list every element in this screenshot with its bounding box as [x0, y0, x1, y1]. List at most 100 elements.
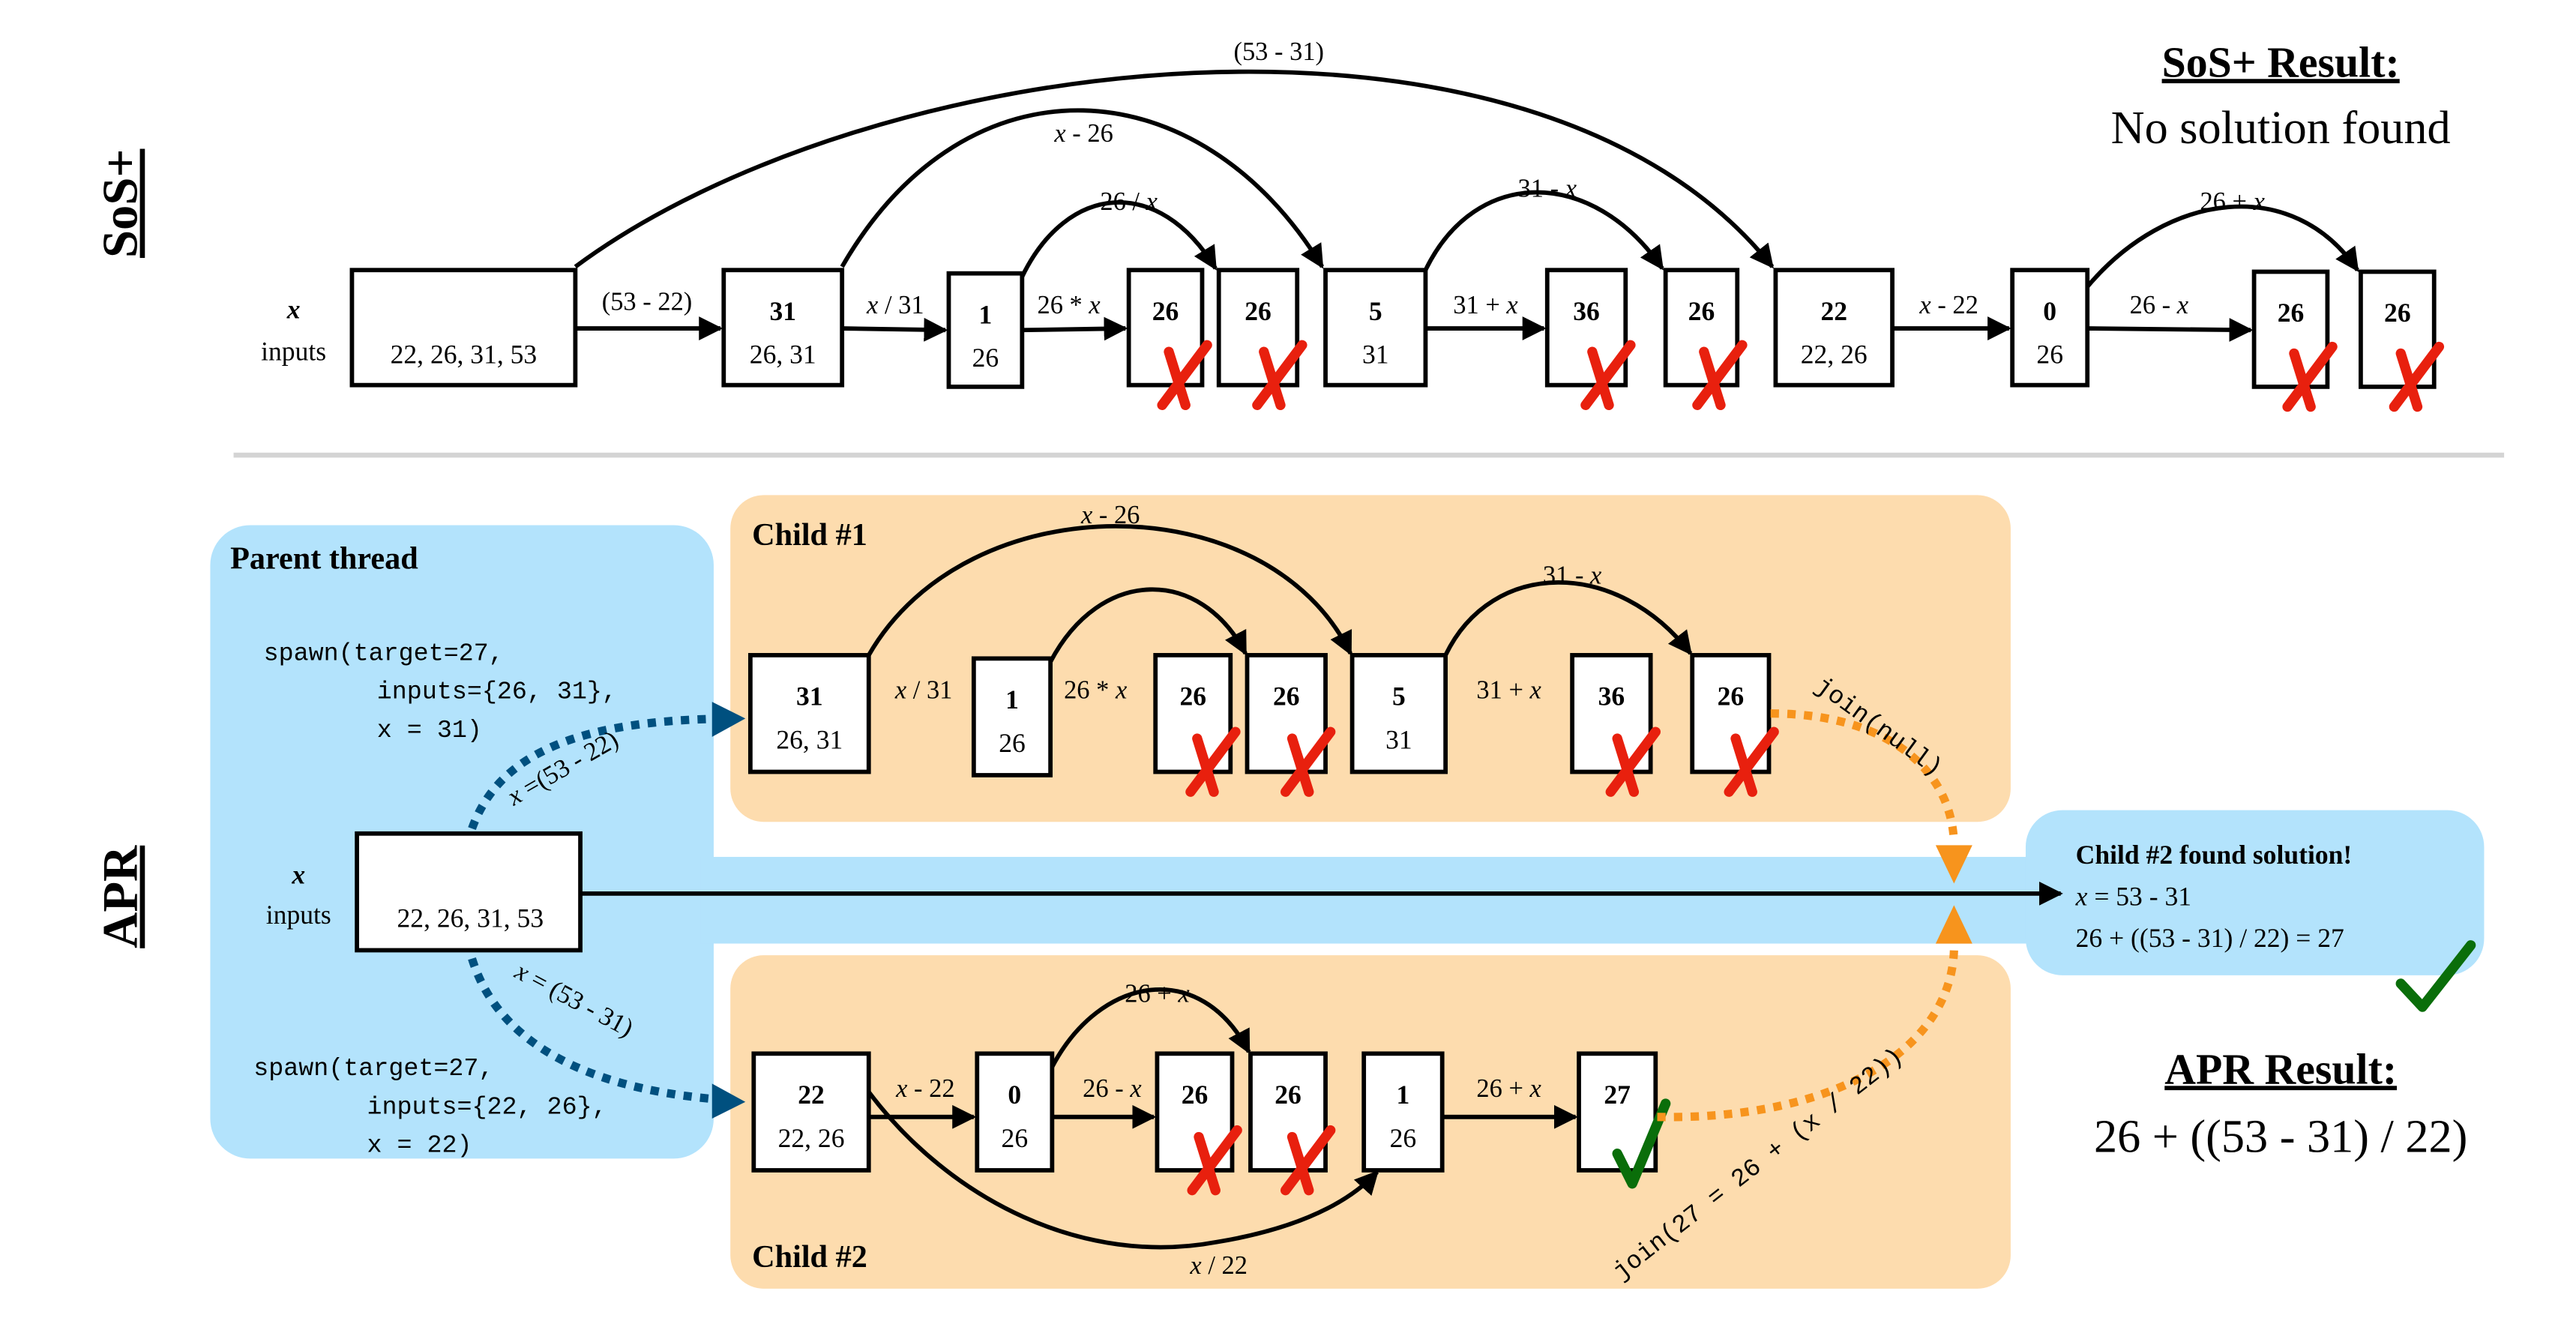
spawn1-line2: inputs={26, 31}, [377, 678, 617, 707]
node-box [971, 656, 1053, 777]
fail-x-icon [1252, 340, 1307, 411]
sos-edge-label: x / 31 [866, 291, 924, 319]
node-inputs: 26 [999, 728, 1026, 758]
search-node: 22 22, 26 [1773, 268, 1895, 388]
child1-edge-5-arc-26 [1443, 580, 1693, 657]
child2-edge-label: x / 22 [1189, 1251, 1248, 1280]
apr-x-label: x [291, 860, 305, 890]
sos-result-title: SoS+ Result: [2162, 37, 2400, 86]
node-value: 22 [798, 1080, 825, 1110]
solution-line2: 26 + ((53 - 31) / 22) = 27 [2076, 923, 2344, 953]
node-value: 26 [1245, 296, 1272, 326]
node-inputs: 26 [972, 343, 999, 373]
solution-line1: x = 53 - 31 [2075, 881, 2191, 911]
node-value: 0 [1008, 1080, 1021, 1110]
node-value: 5 [1369, 296, 1382, 326]
node-value: 26 [1182, 1080, 1209, 1110]
fail-x-icon [1187, 1125, 1242, 1196]
child2-title: Child #2 [752, 1239, 867, 1275]
search-node: 126 [971, 656, 1053, 777]
node-inputs: 31 [1362, 340, 1389, 370]
sos-edge-label: 26 - x [2130, 291, 2189, 319]
sos-edge-label: 26 + x [2200, 187, 2265, 216]
spawn-child2-arrowhead [711, 1083, 746, 1119]
fail-x-icon [1157, 340, 1212, 411]
sos-edge-0-to-26 [2087, 318, 2254, 342]
node-inputs: 26, 31 [776, 724, 843, 754]
fail-x-icon [1724, 726, 1779, 797]
node-inputs: 26 [1002, 1123, 1029, 1153]
sos-edge-label: x - 22 [1919, 291, 1978, 319]
sos-edge-31-arc-5 [840, 108, 1325, 269]
sos-edge-1-to-26 [1022, 316, 1128, 341]
apr-section: APR Parent thread spawn(target=27, input… [94, 495, 2485, 1289]
sos-section-label: SoS+ [94, 149, 148, 259]
search-node: 126 [1361, 1051, 1445, 1173]
node-box [747, 652, 871, 774]
node-box [1155, 1051, 1235, 1173]
fail-x-icon [1280, 726, 1336, 797]
apr-result-title: APR Result: [2164, 1044, 2397, 1093]
node-box [975, 1051, 1055, 1173]
fail-x-icon [2389, 341, 2445, 412]
node-inputs: 22, 26 [1801, 340, 1868, 370]
node-value: 22 [1820, 296, 1847, 326]
apr-result-text: 26 + ((53 - 31) / 22) [2094, 1112, 2467, 1163]
sos-inputs-label: inputs [261, 336, 326, 366]
child1-join-arrow [1770, 709, 1958, 843]
sos-edge-root-arc-22 [574, 69, 1775, 269]
node-box [946, 271, 1025, 389]
child1-edge-31-arc-5 [867, 524, 1352, 657]
node-value: 5 [1392, 681, 1406, 711]
apr-root-node: 22, 26, 31, 53 [355, 831, 583, 953]
sos-edge-label: 26 * x [1037, 291, 1101, 319]
node-value: 36 [1598, 681, 1625, 711]
sos-section: SoS+ SoS+ Result: No solution found x in… [94, 37, 2505, 458]
child2-join-arrowhead [1935, 905, 1972, 944]
node-box [1323, 268, 1428, 388]
child2-edge-label: 26 + x [1125, 979, 1190, 1008]
node-inputs: 26 [2036, 340, 2063, 370]
node-value: 26 [1152, 296, 1179, 326]
child2-edge-0-arc-26 [1050, 987, 1251, 1068]
sos-edge-label: 31 + x [1453, 291, 1518, 319]
sos-edge-5-arc-26 [1423, 190, 1664, 271]
search-node: 531 [1323, 268, 1428, 388]
sos-edge-0-arc-26 [2086, 204, 2359, 289]
sos-edge-label: (53 - 31) [1233, 37, 1324, 66]
node-value: 26 [2384, 298, 2411, 328]
child2-join-arrow [1657, 950, 1958, 1122]
node-value: 26 [1275, 1080, 1301, 1110]
spawn-child1-arrow [468, 714, 731, 831]
child1-edge-label: 26 * x [1064, 676, 1128, 705]
search-node: 126 [946, 271, 1025, 389]
sos-x-label: x [286, 295, 301, 325]
child2-edge-label: x - 22 [895, 1074, 954, 1103]
node-inputs: 22, 26 [778, 1123, 845, 1153]
node-value: 31 [769, 296, 796, 326]
node-value: 26 [1688, 296, 1715, 326]
solution-title: Child #2 found solution! [2076, 840, 2353, 870]
node-value: 31 [796, 681, 823, 711]
spawn2-line3: x = 22) [367, 1132, 472, 1161]
fail-x-icon [1692, 340, 1748, 411]
fail-x-icon [1280, 1125, 1336, 1196]
fail-x-icon [1605, 726, 1661, 797]
node-box [2010, 268, 2090, 388]
node-inputs: 26 [1390, 1123, 1417, 1153]
spawn2-line1: spawn(target=27, [253, 1055, 493, 1083]
child1-edge-label: 31 - x [1543, 561, 1602, 589]
search-node: 026 [975, 1051, 1055, 1173]
node-box [721, 268, 845, 388]
node-inputs: 22, 26, 31, 53 [397, 903, 544, 933]
node-value: 26 [1273, 681, 1300, 711]
spawn-child1-arrowhead [711, 702, 746, 737]
search-node: 26 [1690, 652, 1772, 774]
sos-edge-label: 26 / x [1100, 187, 1158, 216]
search-node: 22 22, 26 [751, 1051, 871, 1173]
node-value: 26 [2278, 298, 2305, 328]
node-inputs: 26, 31 [750, 340, 816, 370]
